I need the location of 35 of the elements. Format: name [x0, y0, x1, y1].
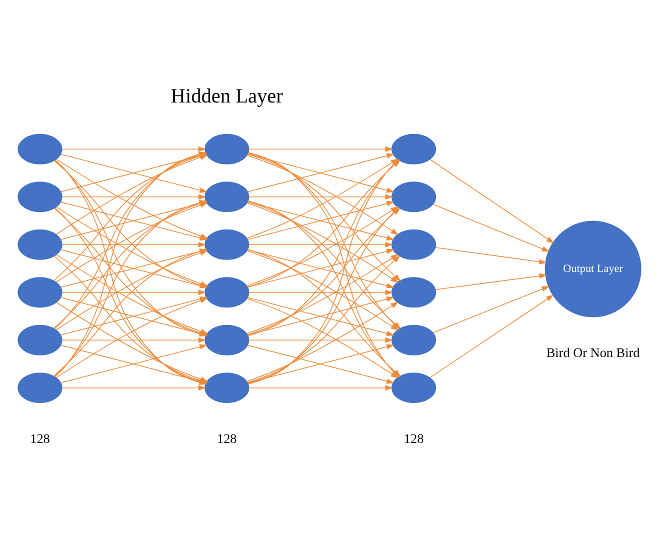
arrow [61, 194, 206, 200]
arrow [61, 146, 206, 152]
node-circle [204, 372, 250, 404]
node-circle [204, 277, 250, 308]
node-circle [204, 229, 250, 260]
arrow [248, 194, 393, 200]
arrow [61, 385, 206, 391]
arrow [61, 242, 206, 248]
node-circle [204, 134, 250, 164]
arrow [430, 158, 554, 244]
label: 128 [30, 431, 50, 446]
node-circle [18, 134, 62, 164]
arrow [248, 337, 393, 343]
node-circle [18, 277, 62, 308]
arrow [435, 247, 547, 264]
label: Hidden Layer [170, 85, 283, 108]
arrow [61, 337, 206, 343]
node-circle [204, 182, 250, 212]
arrow [248, 385, 393, 391]
node-circle [18, 182, 62, 212]
label: 128 [216, 431, 237, 446]
label: 128 [404, 431, 424, 446]
arrow [432, 204, 550, 252]
arrow [430, 294, 554, 378]
arrow [432, 286, 550, 334]
arrow [248, 146, 393, 152]
arrow [248, 290, 393, 296]
node-label: Bird Or Non Bird [546, 344, 640, 360]
arrow [248, 242, 393, 248]
node-circle [204, 324, 250, 356]
arrow [435, 273, 547, 290]
node-circle [18, 229, 62, 260]
node-circle [18, 324, 62, 356]
node-circle [18, 372, 62, 404]
arrow [61, 290, 206, 296]
